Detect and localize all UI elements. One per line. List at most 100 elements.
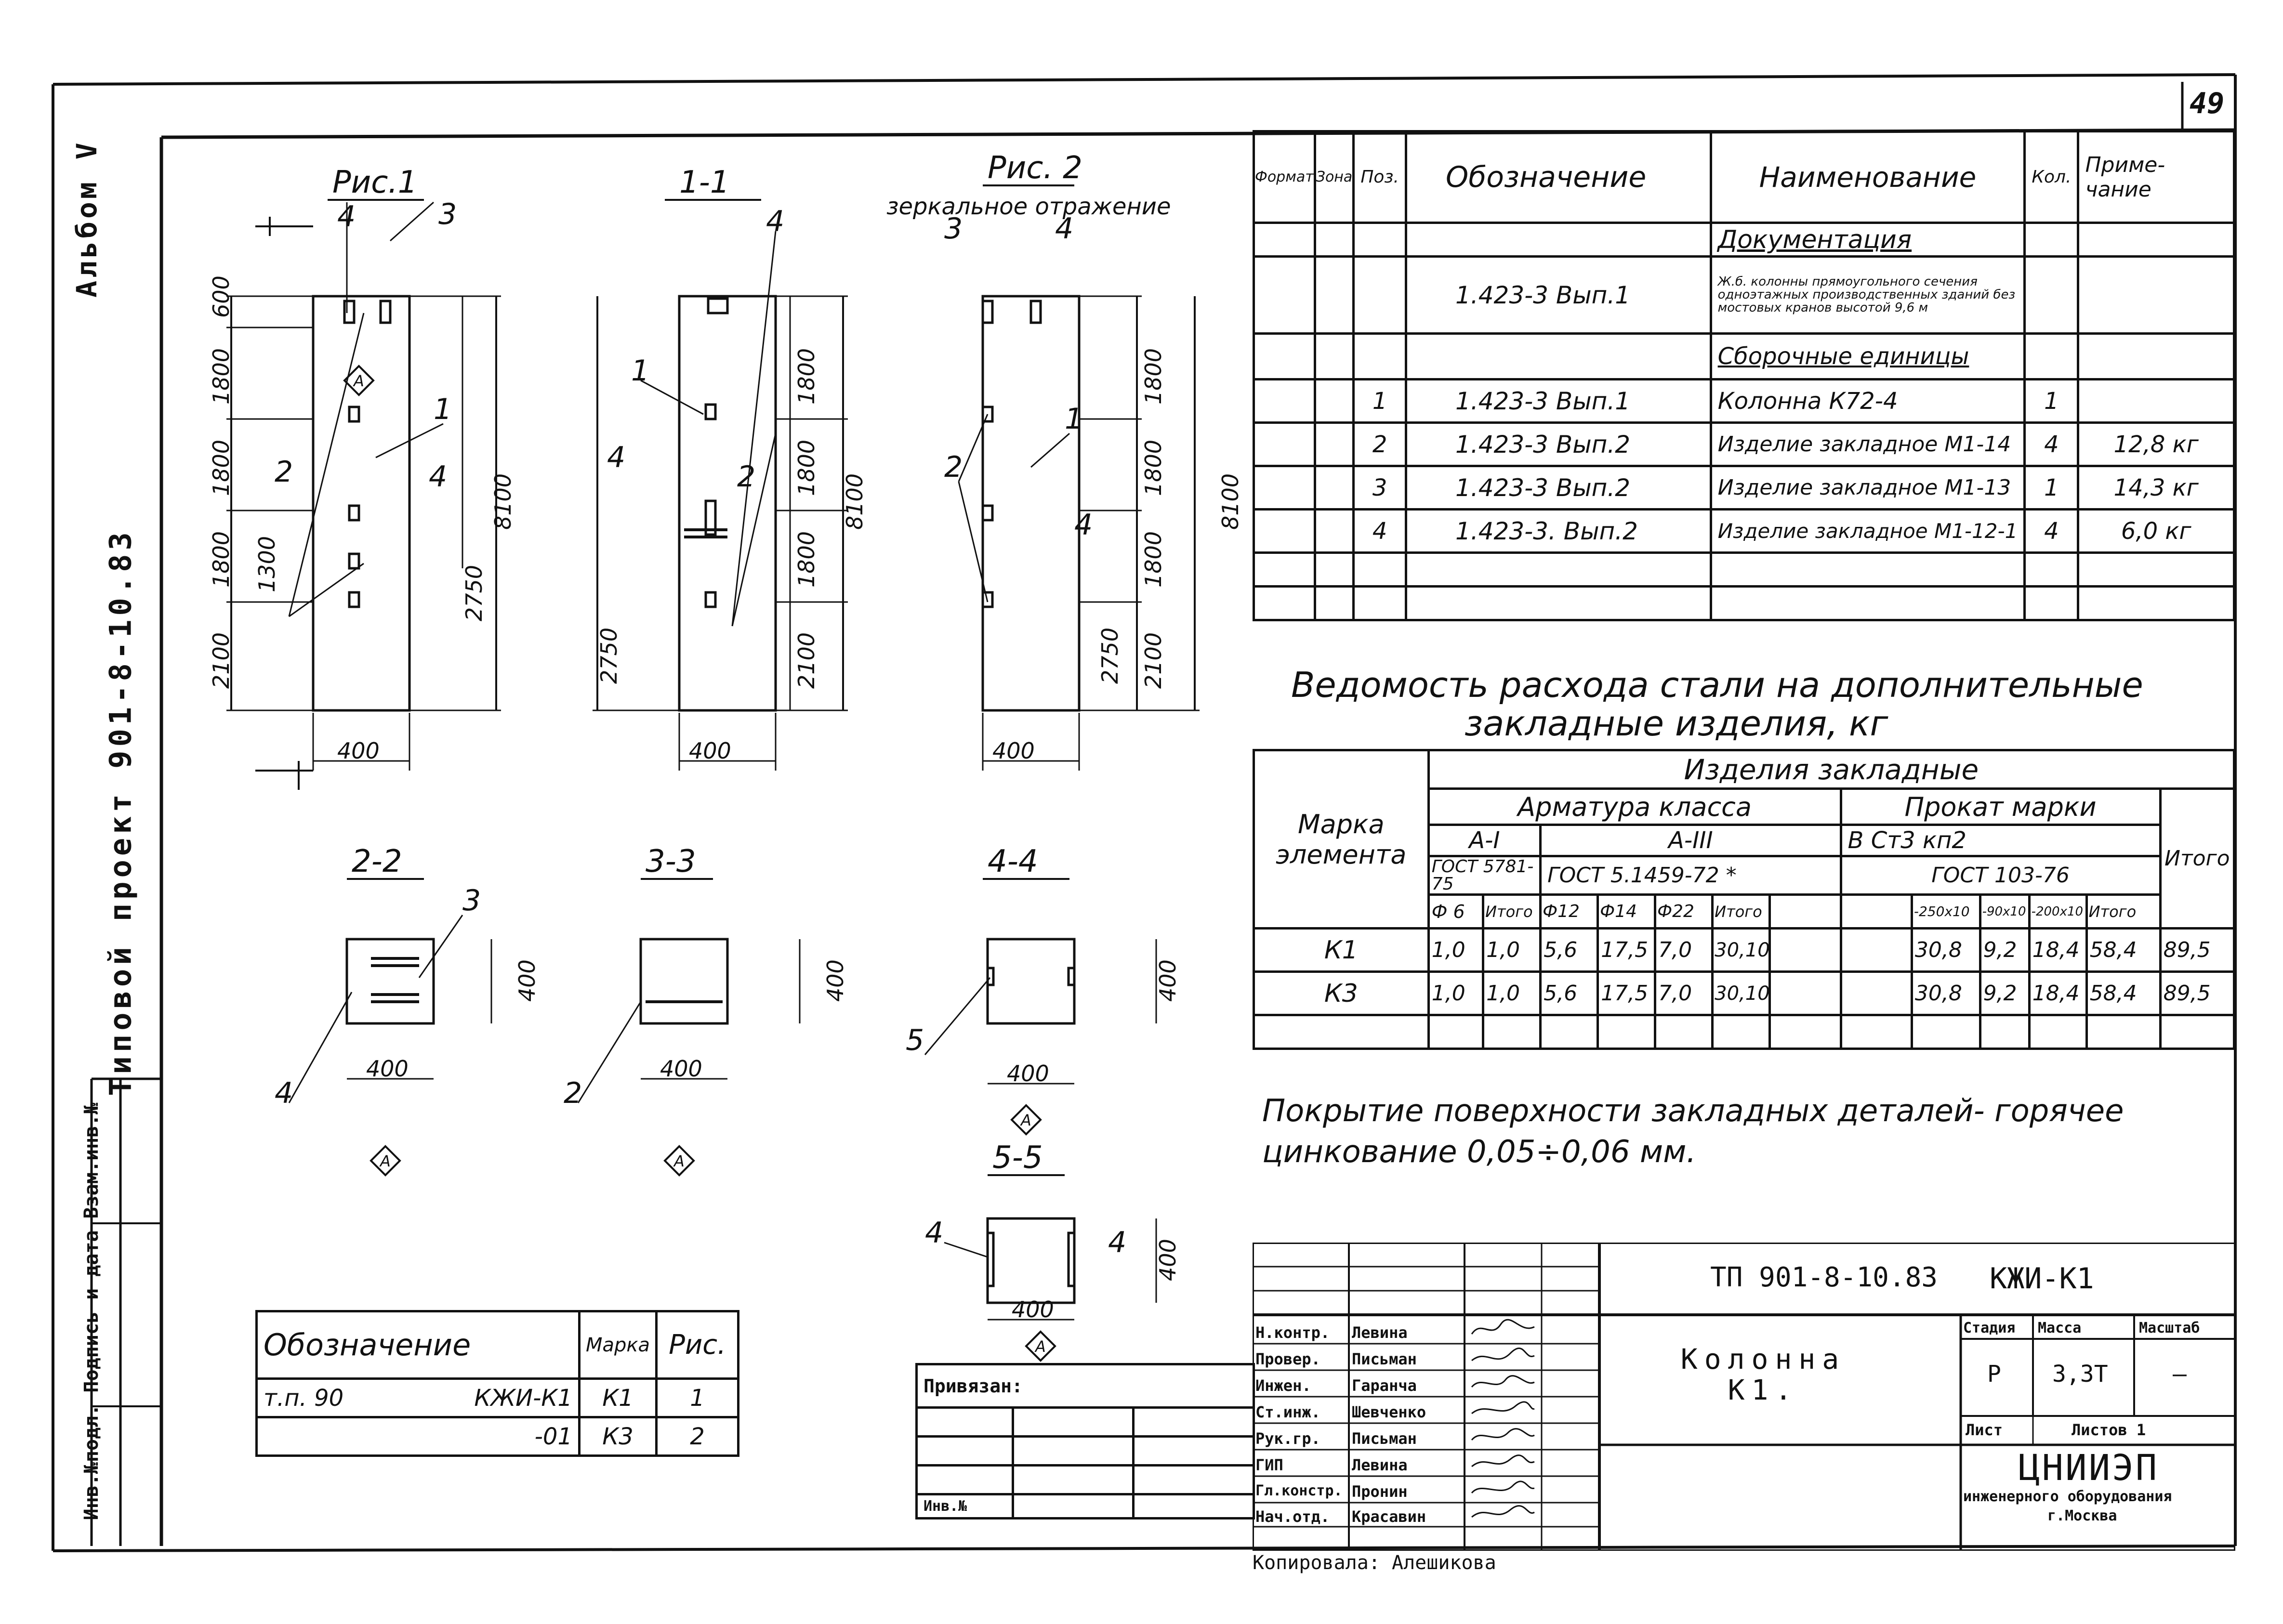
marks-row-des-b: -01 (444, 1416, 581, 1457)
steel-cell: 7,0 (1654, 970, 1714, 1016)
org-name: ЦНИИЭП (2019, 1447, 2159, 1489)
dim-1800-a: 1800 (208, 348, 234, 405)
title-object-name: Колонна К1. (1680, 1343, 1846, 1406)
steel-sub-250x10: -250х10 (1910, 893, 1981, 930)
spec-row-designation: 1.423-3 Вып.2 (1405, 421, 1712, 467)
steel-cell: 9,2 (1979, 927, 2031, 973)
steel-vst: В Ст3 кп2 (1839, 824, 2162, 857)
title-mass: 3,3Т (2052, 1361, 2108, 1388)
s11-pos-2: 2 (737, 460, 755, 494)
title-mass-label: Масса (2038, 1320, 2082, 1336)
marker-a-fig1: А (353, 372, 364, 390)
role-person: Гаранча (1352, 1376, 1417, 1395)
role-person: Красавин (1352, 1507, 1426, 1526)
steel-gost2: ГОСТ 5.1459-72 * (1539, 855, 1842, 896)
steel-rolled-grade: Прокат марки (1839, 787, 2162, 826)
steel-cell (1839, 927, 1913, 973)
spec-row-name: Колонна К72-4 (1709, 378, 2026, 424)
role-label: Рук.гр. (1255, 1429, 1320, 1448)
inv-no-label: Инв.№ (915, 1493, 1014, 1519)
f2-pos-4: 4 (1055, 212, 1073, 246)
specification-table: Формат Зона Поз. Обозначение Наименовани… (1253, 130, 2235, 621)
role-person: Левина (1352, 1456, 1408, 1474)
spec-row-qty: 1 (2023, 465, 2080, 511)
fig2-column-outline (981, 295, 1081, 712)
steel-grand-total: Итого (2159, 787, 2236, 930)
steel-col-mark: Марка элемента (1253, 749, 1430, 930)
marks-row: -01 К3 2 (255, 1416, 739, 1457)
dim-1800-c: 1800 (208, 531, 234, 588)
spec-section-docs: Документация (1709, 222, 2026, 258)
fig1-pos-2: 2 (275, 455, 293, 489)
fig1-width-dim: 400 (337, 738, 380, 764)
spec-row-note: 14,3 кг (2077, 465, 2235, 511)
steel-row-mark: К3 (1253, 970, 1430, 1016)
steel-sub-f22: Ф22 (1654, 893, 1714, 930)
role-person: Левина (1352, 1323, 1408, 1342)
steel-cell: 5,6 (1539, 927, 1599, 973)
steel-cell: 9,2 (1979, 970, 2031, 1016)
s11-pos-4b: 4 (607, 441, 625, 474)
spec-row-pos: 4 (1352, 508, 1407, 554)
title-block: ТП 901-8-10.83 КЖИ-К1 Колонна К1. Стадия… (1253, 1243, 2235, 1551)
spec-row-designation: 1.423-3 Вып.2 (1405, 465, 1712, 511)
steel-row: К3 1,0 1,0 5,6 17,5 7,0 30,10 30,8 9,2 1… (1253, 970, 2236, 1016)
s11-pos-1: 1 (631, 354, 649, 388)
marks-row-mark: К3 (578, 1416, 658, 1457)
s55-height-dim: 400 (1155, 1239, 1181, 1281)
spec-row-pos: 3 (1352, 465, 1407, 511)
role-label: Инжен. (1255, 1376, 1311, 1395)
s22-pos-4: 4 (275, 1076, 293, 1110)
steel-sub-empty1 (1768, 893, 1842, 930)
marks-row-des-a (255, 1416, 445, 1457)
fig2-subtitle: зеркальное отражение (886, 193, 1171, 220)
fig2-title: Рис. 2 (988, 150, 1082, 186)
section-5-5-title: 5-5 (992, 1140, 1043, 1176)
coating-note-1: Покрытие поверхности закладных деталей- … (1262, 1093, 2124, 1129)
marks-row-mark: К1 (578, 1377, 658, 1418)
dim-2100: 2100 (208, 632, 234, 689)
s11-dim-1800-b: 1800 (793, 440, 819, 496)
spec-row-qty: 4 (2023, 508, 2080, 554)
steel-row: К1 1,0 1,0 5,6 17,5 7,0 30,10 30,8 9,2 1… (1253, 927, 2236, 973)
s44-height-dim: 400 (1155, 959, 1181, 1002)
s11-dim-1800-a: 1800 (793, 348, 819, 405)
steel-cell: 89,5 (2159, 927, 2236, 973)
steel-sub-f14: Ф14 (1597, 893, 1657, 930)
signatures (1471, 1319, 1535, 1518)
role-person: Письман (1352, 1350, 1417, 1368)
steel-cell: 89,5 (2159, 970, 2236, 1016)
copied-by: Копировала: Алешикова (1253, 1552, 1496, 1574)
steel-cell: 17,5 (1597, 970, 1657, 1016)
f2-pos-4b: 4 (1074, 508, 1093, 542)
marks-col-designation: Обозначение (255, 1310, 581, 1380)
org-city: г.Москва (2047, 1507, 2117, 1524)
steel-table: Марка элемента Изделия закладные Арматур… (1253, 749, 2236, 1050)
role-label: Провер. (1255, 1350, 1320, 1368)
spec-col-name: Наименование (1709, 130, 2026, 224)
title-stage-label: Стадия (1963, 1320, 2016, 1336)
steel-cell: 1,0 (1427, 970, 1485, 1016)
steel-cell: 5,6 (1539, 970, 1599, 1016)
steel-sub-total1: Итого (1482, 893, 1542, 930)
steel-cell: 1,0 (1427, 927, 1485, 973)
s11-dim-2750: 2750 (596, 628, 622, 684)
section-3-3-title: 3-3 (646, 844, 696, 879)
steel-sub-total3: Итого (2085, 893, 2162, 930)
steel-sub-f6: Ф 6 (1427, 893, 1485, 930)
spec-row-pos: 1 (1352, 378, 1407, 424)
spec-row-note (2077, 378, 2235, 424)
spec-col-pos: Поз. (1352, 130, 1407, 224)
spec-row-qty: 1 (2023, 378, 2080, 424)
f2-pos-1: 1 (1065, 402, 1083, 436)
steel-sub-90x10: -90х10 (1979, 893, 2031, 930)
steel-sub-200x10: -200х10 (2028, 893, 2088, 930)
marker-a-s33: А (673, 1152, 685, 1170)
s11-dim-2100: 2100 (793, 632, 819, 689)
spec-row: 1 1.423-3 Вып.1 Колонна К72-4 1 (1253, 378, 2235, 424)
s33-pos-2: 2 (564, 1076, 582, 1110)
fig1-total-height: 8100 (490, 473, 516, 530)
steel-cell: 58,4 (2085, 970, 2162, 1016)
spec-doc-name: Ж.б. колонны прямоугольного сечения одно… (1709, 255, 2026, 335)
spec-row: 4 1.423-3. Вып.2 Изделие закладное М1-12… (1253, 508, 2235, 554)
